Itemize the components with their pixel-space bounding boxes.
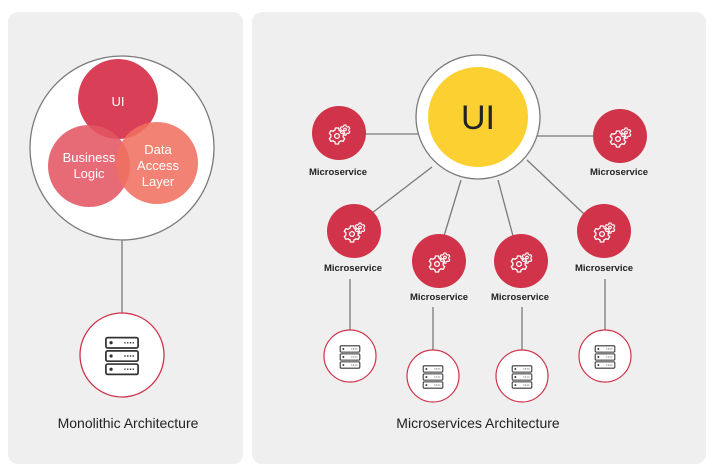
service-circle xyxy=(312,106,366,160)
microservice-node xyxy=(593,109,647,163)
service-circle xyxy=(494,234,548,288)
service-label: Microservice xyxy=(590,167,648,178)
service-label: Microservice xyxy=(410,292,468,303)
venn-data-circle xyxy=(116,122,198,204)
microservices-caption: Microservices Architecture xyxy=(396,415,560,431)
monolith-database xyxy=(79,312,165,398)
venn-diagram xyxy=(48,59,198,207)
venn-data-label-line3: Layer xyxy=(142,174,175,189)
service-circle xyxy=(593,109,647,163)
venn-data-label-line2: Access xyxy=(137,158,179,173)
microservice-node xyxy=(327,204,381,258)
hub-to-svc-mid-right xyxy=(526,159,585,215)
venn-business-label-line1: Business xyxy=(63,150,116,165)
service-label: Microservice xyxy=(324,263,382,274)
venn-data-label-line1: Data xyxy=(144,142,172,157)
db-ring xyxy=(406,349,460,403)
monolithic-caption: Monolithic Architecture xyxy=(58,415,199,431)
db-ring xyxy=(495,349,549,403)
hub-to-svc-mid-left xyxy=(371,166,433,214)
service-label: Microservice xyxy=(309,167,367,178)
service-label: Microservice xyxy=(491,292,549,303)
service-database xyxy=(578,329,632,383)
connectors xyxy=(349,133,606,352)
service-circle xyxy=(327,204,381,258)
venn-business-label-line2: Logic xyxy=(73,166,105,181)
ui-hub xyxy=(415,54,541,180)
hub-label: UI xyxy=(461,99,495,137)
db-ring xyxy=(323,329,377,383)
monolith-db-ring xyxy=(79,312,165,398)
venn-ui-label: UI xyxy=(112,94,125,109)
venn-ui-circle xyxy=(78,59,158,139)
hub-to-svc-center-right xyxy=(497,179,514,237)
hub-yellow-circle xyxy=(428,67,528,167)
microservice-node xyxy=(494,234,548,288)
service-label: Microservice xyxy=(575,263,633,274)
service-database xyxy=(406,349,460,403)
service-database xyxy=(495,349,549,403)
db-ring xyxy=(578,329,632,383)
service-circle xyxy=(577,204,631,258)
microservice-node xyxy=(312,106,366,160)
hub-to-svc-center-left xyxy=(443,179,462,237)
service-database xyxy=(323,329,377,383)
service-circle xyxy=(412,234,466,288)
microservice-node xyxy=(412,234,466,288)
venn-business-circle xyxy=(48,125,130,207)
microservice-node xyxy=(577,204,631,258)
